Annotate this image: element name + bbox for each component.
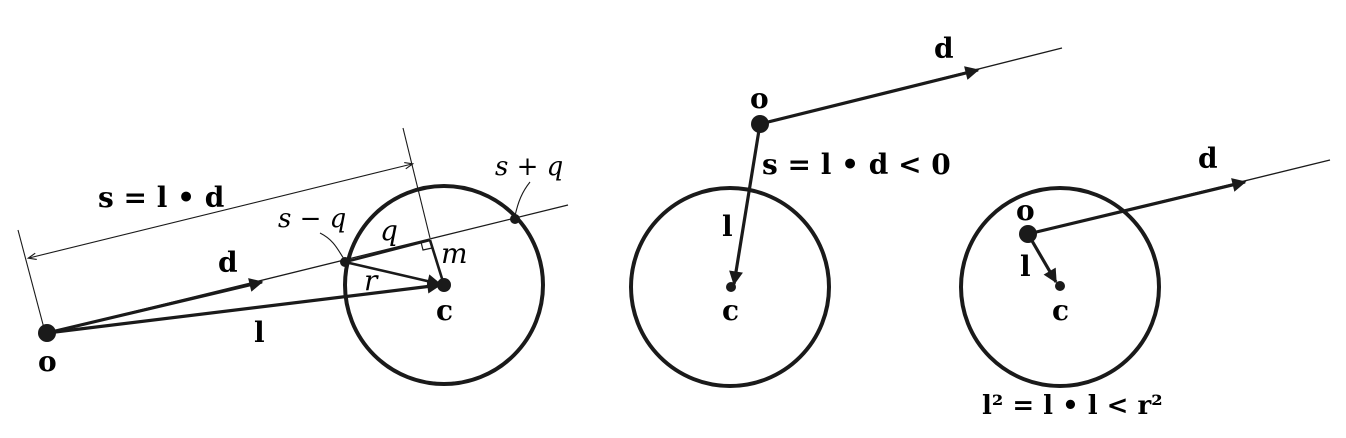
center-label-2: c xyxy=(722,294,739,327)
r-label: r xyxy=(364,264,379,297)
l-label-2: l xyxy=(722,210,733,243)
origin-label-3: o xyxy=(1016,194,1035,227)
origin-point-3 xyxy=(1019,225,1037,243)
s-plus-q-label: s + q xyxy=(495,152,563,182)
origin-label-1: o xyxy=(38,345,57,378)
m-segment xyxy=(428,239,446,286)
panel-1: o c d l s = l • d s − q s + q q m r xyxy=(17,127,569,386)
origin-label-2: o xyxy=(750,82,769,115)
direction-label-3: d xyxy=(1198,142,1218,175)
sphere-2 xyxy=(629,186,831,388)
center-label-1: c xyxy=(436,294,453,327)
condition-label-3: l² = l • l < r² xyxy=(982,391,1163,421)
l-label-3: l xyxy=(1020,250,1031,283)
l-vector-arrow-1 xyxy=(46,279,442,335)
m-label: m xyxy=(441,237,468,270)
direction-label-1: d xyxy=(218,246,238,279)
sphere-1 xyxy=(343,184,545,386)
extension-line-right xyxy=(402,127,431,239)
center-point-3 xyxy=(1055,281,1065,291)
entry-point xyxy=(340,257,350,267)
direction-arrow-2 xyxy=(759,66,980,126)
r-vector-arrow-1 xyxy=(344,260,442,288)
sphere-3 xyxy=(959,186,1161,388)
center-point-1 xyxy=(437,278,451,292)
origin-point-1 xyxy=(38,324,56,342)
dimension-line-s xyxy=(26,162,415,260)
center-point-2 xyxy=(726,282,736,292)
leader-s-plus-q xyxy=(514,181,531,217)
center-label-3: c xyxy=(1052,294,1069,327)
leader-s-minus-q xyxy=(319,232,345,260)
condition-label-2: s = l • d < 0 xyxy=(762,148,951,181)
s-dimension-label: s = l • d xyxy=(98,181,224,214)
direction-arrow-1 xyxy=(46,278,264,335)
l-label-1: l xyxy=(254,316,265,349)
q-label: q xyxy=(380,214,398,247)
panel-2: o d l c s = l • d < 0 xyxy=(629,32,1063,388)
direction-arrow-3 xyxy=(1027,178,1247,236)
l-vector-arrow-3 xyxy=(1026,233,1058,284)
panel-3: o d l c l² = l • l < r² xyxy=(959,142,1331,421)
exit-point xyxy=(510,214,520,224)
direction-label-2: d xyxy=(934,32,954,65)
s-minus-q-label: s − q xyxy=(278,204,346,234)
extension-line-left xyxy=(17,229,46,333)
origin-point-2 xyxy=(751,115,769,133)
right-angle-marker xyxy=(420,241,433,251)
l-vector-arrow-2 xyxy=(729,123,762,286)
